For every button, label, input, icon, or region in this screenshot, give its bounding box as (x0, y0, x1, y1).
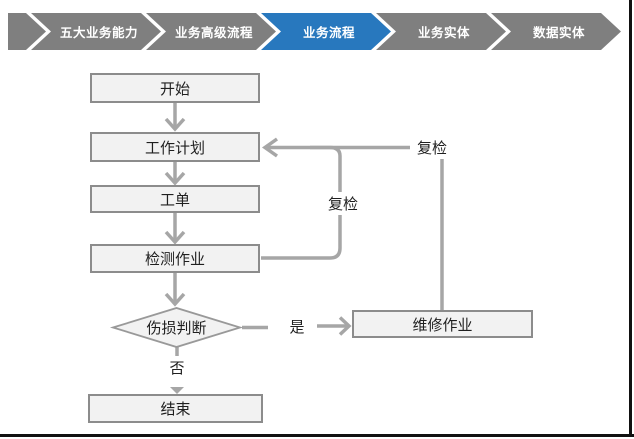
recheck-loop-outer (261, 137, 444, 310)
tab-business-entity[interactable]: 业务实体 (376, 13, 506, 50)
arrow-start-to-workplan (164, 103, 186, 132)
arrow-decision-no-to-end (170, 347, 184, 394)
node-damage-judgment: 伤损判断 (113, 314, 240, 340)
arrow-workplan-to-workorder (164, 162, 186, 186)
node-repair-job: 维修作业 (352, 310, 533, 338)
node-label: 工单 (159, 191, 190, 209)
node-label: 伤损判断 (146, 319, 207, 337)
node-label: 开始 (159, 80, 190, 98)
node-inspection-job: 检测作业 (90, 244, 260, 273)
edge-label-yes: 是 (285, 315, 309, 338)
node-label: 工作计划 (144, 139, 205, 157)
tab-label: 业务流程 (302, 26, 355, 40)
slide-border-right (629, 0, 632, 437)
node-label: 检测作业 (144, 251, 205, 268)
tab-label: 业务实体 (417, 26, 470, 40)
tab-data-entity[interactable]: 数据实体 (491, 13, 621, 50)
edge-label-recheck-outer: 复检 (410, 136, 454, 159)
node-work-order: 工单 (90, 185, 260, 213)
node-work-plan: 工作计划 (90, 132, 260, 162)
breadcrumb: 五大业务能力 业务高级流程 业务流程 业务实体 数据实体 (0, 13, 634, 50)
arrow-inspection-to-decision (164, 273, 186, 307)
arrow-decision-yes-to-repair (242, 316, 352, 336)
node-label: 结束 (160, 401, 191, 418)
slide-border-bottom (0, 434, 634, 437)
tab-five-business-capabilities[interactable]: 五大业务能力 (31, 13, 161, 50)
edge-label-no: 否 (165, 356, 189, 379)
tab-label: 五大业务能力 (59, 26, 138, 40)
node-start: 开始 (90, 73, 260, 103)
tab-business-highlevel-process[interactable]: 业务高级流程 (146, 13, 276, 50)
tab-label: 业务高级流程 (174, 26, 253, 40)
tab-label: 数据实体 (532, 26, 585, 40)
decision-diamond (109, 307, 244, 348)
arrow-workorder-to-inspection (164, 213, 186, 245)
tab-business-process-active[interactable]: 业务流程 (261, 13, 391, 50)
node-label: 维修作业 (412, 316, 473, 334)
edge-label-recheck-inner: 复检 (323, 192, 363, 215)
node-end: 结束 (88, 394, 263, 423)
